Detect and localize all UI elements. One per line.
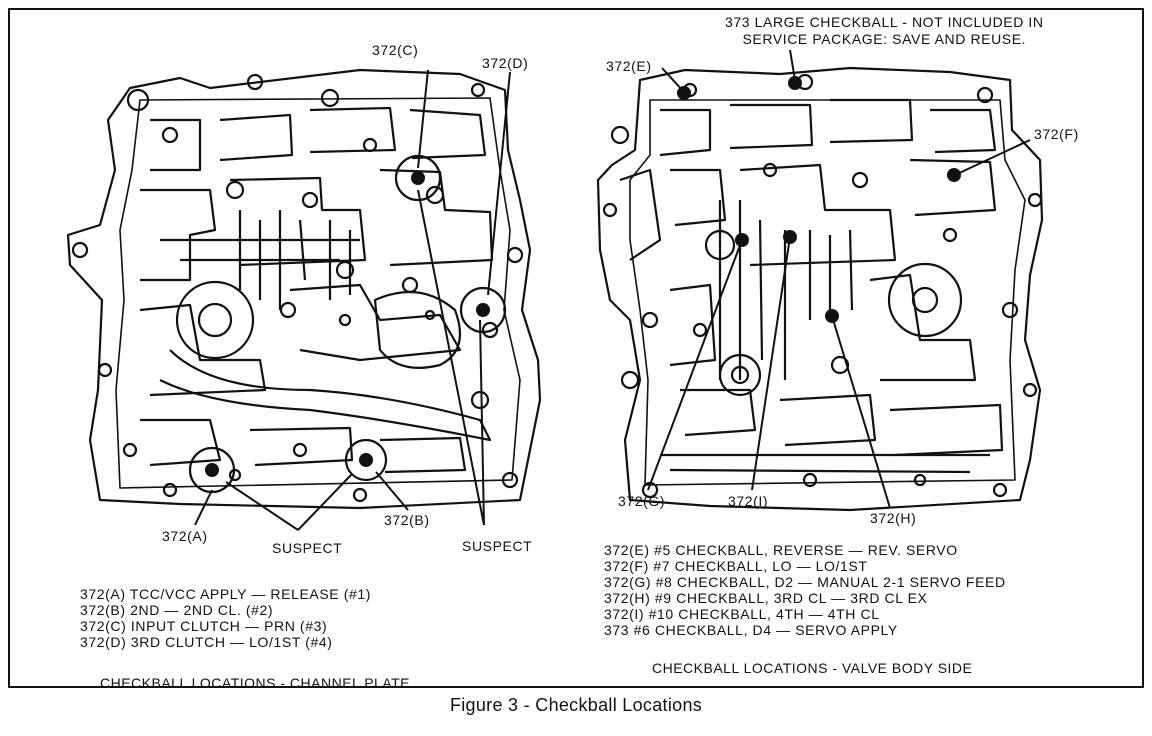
figure-frame [8,8,1144,688]
channel-plate-caption: CHECKBALL LOCATIONS - CHANNEL PLATE [100,675,411,691]
checkball-372c-marker [394,154,442,202]
label-372g: 372(G) [618,493,666,509]
legend-372i: 372(I) #10 CHECKBALL, 4TH — 4TH CL [604,606,880,622]
valve-body-caption: CHECKBALL LOCATIONS - VALVE BODY SIDE [652,660,973,676]
label-372b: 372(B) [384,512,430,528]
legend-372b: 372(B) 2ND — 2ND CL. (#2) [80,602,274,618]
legend-372h: 372(H) #9 CHECKBALL, 3RD CL — 3RD CL EX [604,590,928,606]
label-suspect-right: SUSPECT [462,538,533,554]
checkball-372g-marker [735,233,749,247]
channel-plate-legend: 372(A) TCC/VCC APPLY — RELEASE (#1) 372(… [80,586,371,650]
label-372a: 372(A) [162,528,208,544]
label-372e: 372(E) [606,58,652,74]
checkball-372e-marker [677,86,691,100]
checkball-372f-marker [947,168,961,182]
label-372f: 372(F) [1034,126,1079,142]
checkball-372i-marker [783,230,797,244]
valve-body-diagram [596,66,1044,512]
legend-372c: 372(C) INPUT CLUTCH — PRN (#3) [80,618,328,634]
checkball-372h-marker [825,309,839,323]
label-372d: 372(D) [482,55,529,71]
label-372c: 372(C) [372,42,419,58]
channel-plate-diagram [66,68,542,510]
checkball-372d-marker [459,286,507,334]
checkball-373-top-marker [788,76,802,90]
legend-372a: 372(A) TCC/VCC APPLY — RELEASE (#1) [80,586,371,602]
legend-372g: 372(G) #8 CHECKBALL, D2 — MANUAL 2-1 SER… [604,574,1006,590]
valve-body-outline [596,66,1044,512]
label-suspect-left: SUSPECT [272,540,343,556]
legend-372e: 372(E) #5 CHECKBALL, REVERSE — REV. SERV… [604,542,958,558]
note-373-large-checkball: 373 LARGE CHECKBALL - NOT INCLUDED IN SE… [725,14,1044,48]
legend-372d: 372(D) 3RD CLUTCH — LO/1ST (#4) [80,634,333,650]
note-373-line-2: SERVICE PACKAGE: SAVE AND REUSE. [742,31,1027,47]
note-373-line-1: 373 LARGE CHECKBALL - NOT INCLUDED IN [725,14,1044,30]
legend-372f: 372(F) #7 CHECKBALL, LO — LO/1ST [604,558,868,574]
figure-caption: Figure 3 - Checkball Locations [449,695,703,715]
label-372i: 372(I) [728,493,769,509]
legend-373: 373 #6 CHECKBALL, D4 — SERVO APPLY [604,622,898,638]
valve-body-legend: 372(E) #5 CHECKBALL, REVERSE — REV. SERV… [604,542,1006,638]
checkball-372b-marker [344,438,388,482]
label-372h: 372(H) [870,510,917,526]
channel-plate-outline [66,68,542,510]
